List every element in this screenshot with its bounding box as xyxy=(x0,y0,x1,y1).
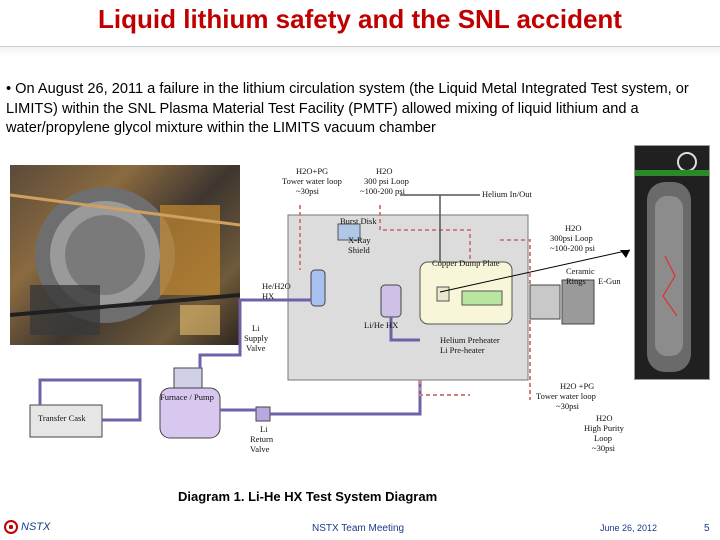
water-loop-lines xyxy=(299,205,531,400)
label-li-supply-1: Li xyxy=(252,323,260,333)
furnace-top xyxy=(173,367,203,389)
li-he-hx-unit xyxy=(380,284,402,318)
label-high-purity-3: Loop xyxy=(594,433,612,443)
transfer-cask xyxy=(29,404,103,438)
label-transfer-cask: Transfer Cask xyxy=(38,413,86,423)
label-li-return-1: Li xyxy=(260,424,268,434)
label-preheater-1: Helium Preheater xyxy=(440,335,500,345)
label-li-supply-2: Supply xyxy=(244,333,269,343)
label-burst-disk-2: X-Ray xyxy=(348,235,371,245)
helium-lines xyxy=(400,194,631,293)
label-loop300-1: H2O xyxy=(376,166,393,176)
label-high-purity-4: ~30psi xyxy=(592,443,616,453)
label-li-return-2: Return xyxy=(250,434,274,444)
label-li-he-hx: Li/He HX xyxy=(364,320,398,330)
label-li-supply-3: Valve xyxy=(246,343,266,353)
label-high-purity-2: High Purity xyxy=(584,423,625,433)
label-tower-bottom-1: H2O +PG xyxy=(560,381,594,391)
label-tower-loop-2: Tower water loop xyxy=(282,176,342,186)
label-tower-loop-1: H2O+PG xyxy=(296,166,328,176)
footer-left-text: NSTX xyxy=(21,521,51,533)
xray-image xyxy=(634,145,710,380)
label-loop300-3: ~100-200 psi xyxy=(360,186,406,196)
label-ceramic-1: Ceramic xyxy=(566,266,595,276)
label-he-hx-1: He/H2O xyxy=(262,281,291,291)
lab-photo xyxy=(10,165,240,345)
lab-photo-art xyxy=(10,187,240,335)
footer-logo-group: NSTX xyxy=(4,520,50,534)
label-ceramic-2: Rings xyxy=(566,276,586,286)
nstx-logo-icon xyxy=(4,520,18,534)
label-li-return-3: Valve xyxy=(250,444,270,454)
arrow-head xyxy=(620,250,630,258)
burst-disk xyxy=(337,223,361,241)
preheater-block xyxy=(436,286,450,302)
label-tower-loop-3: ~30psi xyxy=(296,186,320,196)
label-furnace: Furnace / Pump xyxy=(160,392,214,402)
label-high-purity-1: H2O xyxy=(596,413,613,423)
lithium-piping xyxy=(38,298,422,422)
li-return-valve xyxy=(255,406,271,422)
he-hx-unit xyxy=(310,269,326,307)
slide-footer: NSTX NSTX Team Meeting June 26, 2012 5 xyxy=(0,518,720,540)
footer-date: June 26, 2012 xyxy=(600,523,658,533)
xray-image-art xyxy=(635,146,709,379)
label-preheater-2: Li Pre-heater xyxy=(440,345,485,355)
title-divider xyxy=(0,46,720,57)
label-tower-bottom-3: ~30psi xyxy=(556,401,580,411)
label-he-hx-2: HX xyxy=(262,291,274,301)
ceramic-rings-unit xyxy=(529,284,561,320)
label-burst-disk-3: Shield xyxy=(348,245,370,255)
label-tower-bottom-2: Tower water loop xyxy=(536,391,596,401)
green-target xyxy=(461,290,503,306)
label-burst-disk-1: Burst Disk xyxy=(340,216,377,226)
label-egun: E-Gun xyxy=(598,276,621,286)
egun-unit xyxy=(561,279,595,325)
footer-meeting: NSTX Team Meeting xyxy=(312,523,405,534)
label-right-loop-3: ~100-200 psi xyxy=(550,243,596,253)
slide-title: Liquid lithium safety and the SNL accide… xyxy=(98,4,622,34)
diagram-caption: Diagram 1. Li-He HX Test System Diagram xyxy=(178,489,438,504)
label-loop300-2: 300 psi Loop xyxy=(364,176,409,186)
label-helium-io: Helium In/Out xyxy=(482,189,532,199)
footer-page-number: 5 xyxy=(704,523,710,534)
bullet-text: • On August 26, 2011 a failure in the li… xyxy=(6,81,689,136)
label-copper-plate: Copper Dump Plate xyxy=(432,258,500,268)
label-right-loop-1: H2O xyxy=(565,223,582,233)
label-right-loop-2: 300psi Loop xyxy=(550,233,593,243)
